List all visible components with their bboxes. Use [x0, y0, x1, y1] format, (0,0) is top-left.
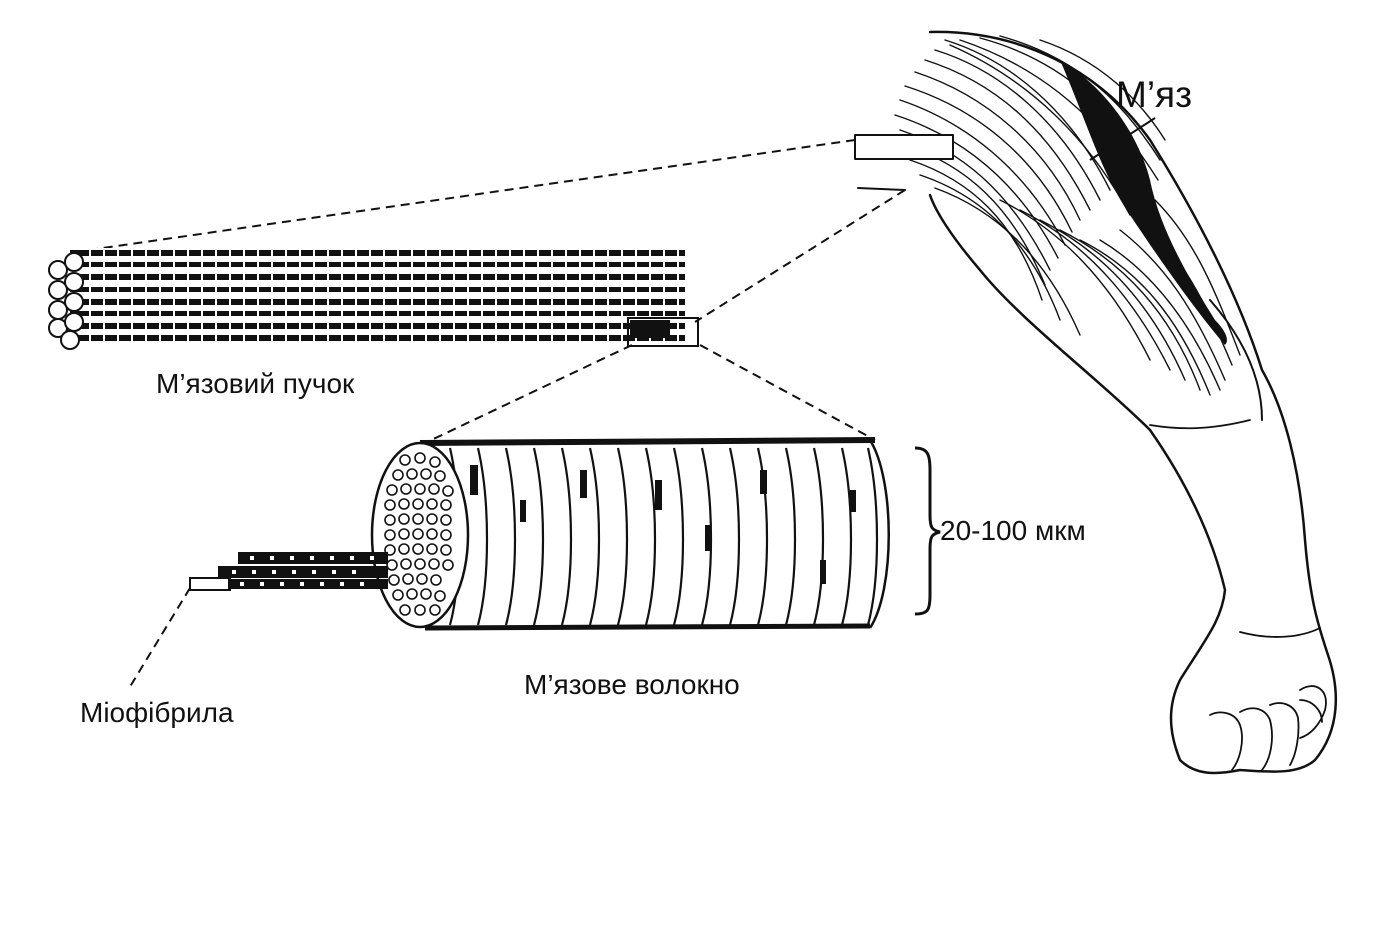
myofibril-strands: [189, 552, 388, 591]
fiber-sample-box: [627, 317, 699, 347]
sample-region: [854, 134, 954, 160]
myofibril-label: Міофібрила: [80, 697, 234, 728]
muscle-bundle-label: М’язовий пучок: [156, 368, 355, 399]
fiber-bottom-edge: [424, 623, 871, 631]
biceps-edge: [1209, 299, 1263, 421]
muscle-fiber-label: М’язове волокно: [524, 669, 740, 700]
elbow-crease: [1149, 419, 1251, 430]
zoom-leader-lines: [74, 139, 906, 691]
thumb: [1299, 685, 1327, 739]
fiber-top-edge: [419, 437, 876, 446]
arm-outline: [928, 30, 1337, 775]
muscle-fiber-illustration: [370, 437, 890, 631]
arm-illustration: [854, 30, 1337, 775]
deltoid-shading: [1060, 60, 1227, 345]
muscle-label: М’яз: [1116, 74, 1193, 115]
wrist-crease: [1239, 627, 1321, 638]
myofibril-dots: [384, 452, 454, 616]
fist-fingers: [1209, 699, 1323, 771]
fiber-diameter-label: 20-100 мкм: [940, 515, 1086, 546]
size-bracket: [914, 446, 941, 616]
muscle-pointer-line: [1089, 117, 1156, 161]
muscle-bundle-illustration: [48, 248, 699, 350]
